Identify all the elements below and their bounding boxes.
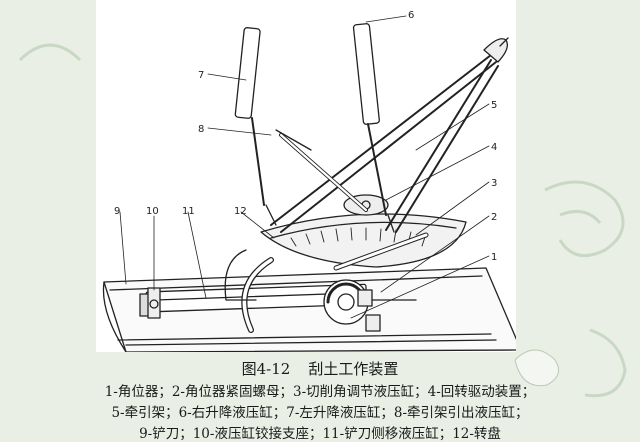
- cylinder-hinge-support: [147, 287, 161, 319]
- left-lift-cylinder: [234, 27, 277, 226]
- scraper-diagram: 6 7 8 5 4 3 2 1 9 10 11 12: [102, 10, 516, 352]
- callout-11: 11: [182, 206, 195, 217]
- turntable: [260, 213, 467, 268]
- callout-12: 12: [234, 206, 247, 217]
- callout-10: 10: [146, 206, 159, 217]
- callout-8: 8: [198, 124, 204, 135]
- callout-2: 2: [491, 212, 497, 223]
- callout-5: 5: [491, 100, 497, 111]
- callout-4: 4: [491, 142, 497, 153]
- right-lift-cylinder: [352, 23, 395, 233]
- side-shift-cylinder: [139, 283, 368, 317]
- figure-title: 刮土工作装置: [308, 360, 399, 378]
- callout-3: 3: [491, 178, 497, 189]
- figure-caption: 图4-12 刮土工作装置: [0, 358, 640, 379]
- blade-support-arm: [224, 249, 274, 333]
- callout-6: 6: [408, 10, 414, 21]
- figure-panel: 6 7 8 5 4 3 2 1 9 10 11 12: [96, 0, 516, 352]
- drawbar-sideshift-cylinder: [275, 129, 368, 212]
- legend-line-3: 9-铲刀；10-液压缸铰接支座；11-铲刀侧移液压缸；12-转盘: [139, 426, 501, 442]
- leader-lines: [119, 15, 490, 319]
- legend-line-1: 1-角位器；2-角位器紧固螺母；3-切削角调节液压缸；4-回转驱动装置；: [104, 384, 536, 400]
- callout-7: 7: [198, 70, 204, 81]
- angle-positioner: [323, 279, 417, 332]
- callout-9: 9: [114, 206, 120, 217]
- callout-labels: 6 7 8 5 4 3 2 1 9 10 11 12: [114, 10, 497, 263]
- cutting-angle-cylinder: [333, 232, 429, 271]
- callout-1: 1: [491, 252, 497, 263]
- figure-number: 图4-12: [241, 360, 291, 378]
- legend-line-2: 5-牵引架；6-右升降液压缸；7-左升降液压缸；8-牵引架引出液压缸；: [111, 405, 529, 421]
- drawbar-frame: [270, 37, 509, 233]
- blade: [102, 267, 516, 352]
